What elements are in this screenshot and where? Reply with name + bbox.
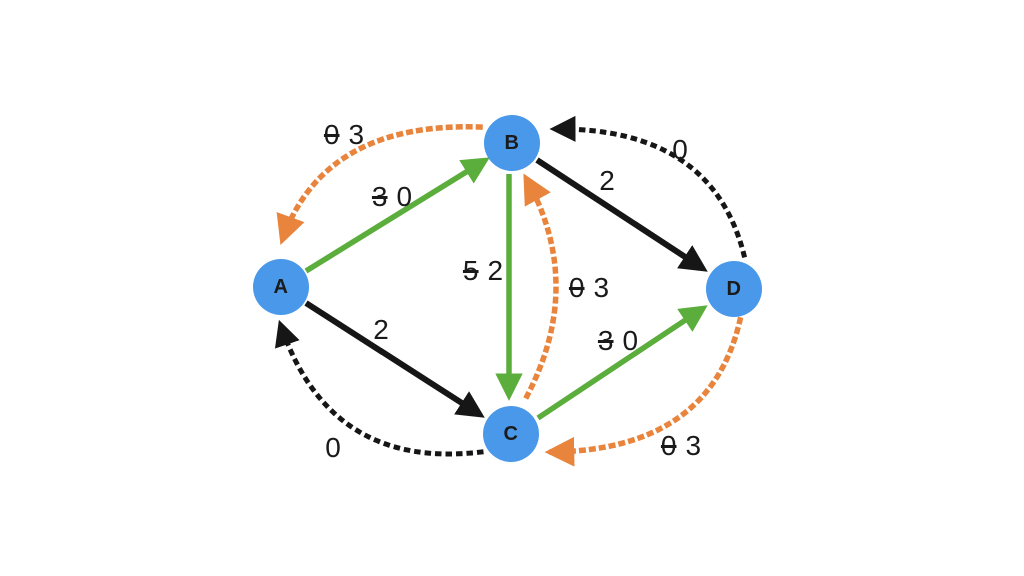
edge-label-b-d: 2 [599,167,615,195]
new-capacity: 3 [348,119,365,150]
edge-label-a-c: 2 [373,316,389,344]
edge-b-to-d [535,157,708,272]
capacity: 0 [672,134,688,165]
node-c: C [483,406,539,462]
node-d-label: D [726,277,742,300]
capacity: 2 [373,314,389,345]
node-a-label: A [273,275,289,298]
node-b: B [484,115,540,171]
new-capacity: 3 [685,430,702,461]
old-capacity: 0 [568,272,585,303]
old-capacity: 0 [660,430,677,461]
edge-label-c-a: 0 [325,434,341,462]
new-capacity: 3 [593,272,610,303]
edge-d-to-b [549,115,748,259]
edge-d-to-c [544,316,744,467]
edge-a-to-b [304,157,490,274]
old-capacity: 3 [371,181,388,212]
edge-c-to-b [523,173,559,400]
edge-label-d-b: 0 [672,136,688,164]
edge-a-to-c [304,300,485,418]
old-capacity: 3 [597,325,614,356]
new-capacity: 2 [487,255,504,286]
new-capacity: 0 [622,325,639,356]
node-a: A [253,259,309,315]
capacity: 2 [599,165,615,196]
capacity: 0 [325,432,341,463]
new-capacity: 0 [396,181,413,212]
edge-c-to-a [274,319,484,457]
node-c-label: C [503,422,519,445]
edge-c-to-d [536,305,708,421]
node-d: D [706,261,762,317]
old-capacity: 0 [323,119,340,150]
old-capacity: 5 [462,255,479,286]
node-b-label: B [504,131,520,154]
edge-b-to-a [276,124,483,245]
